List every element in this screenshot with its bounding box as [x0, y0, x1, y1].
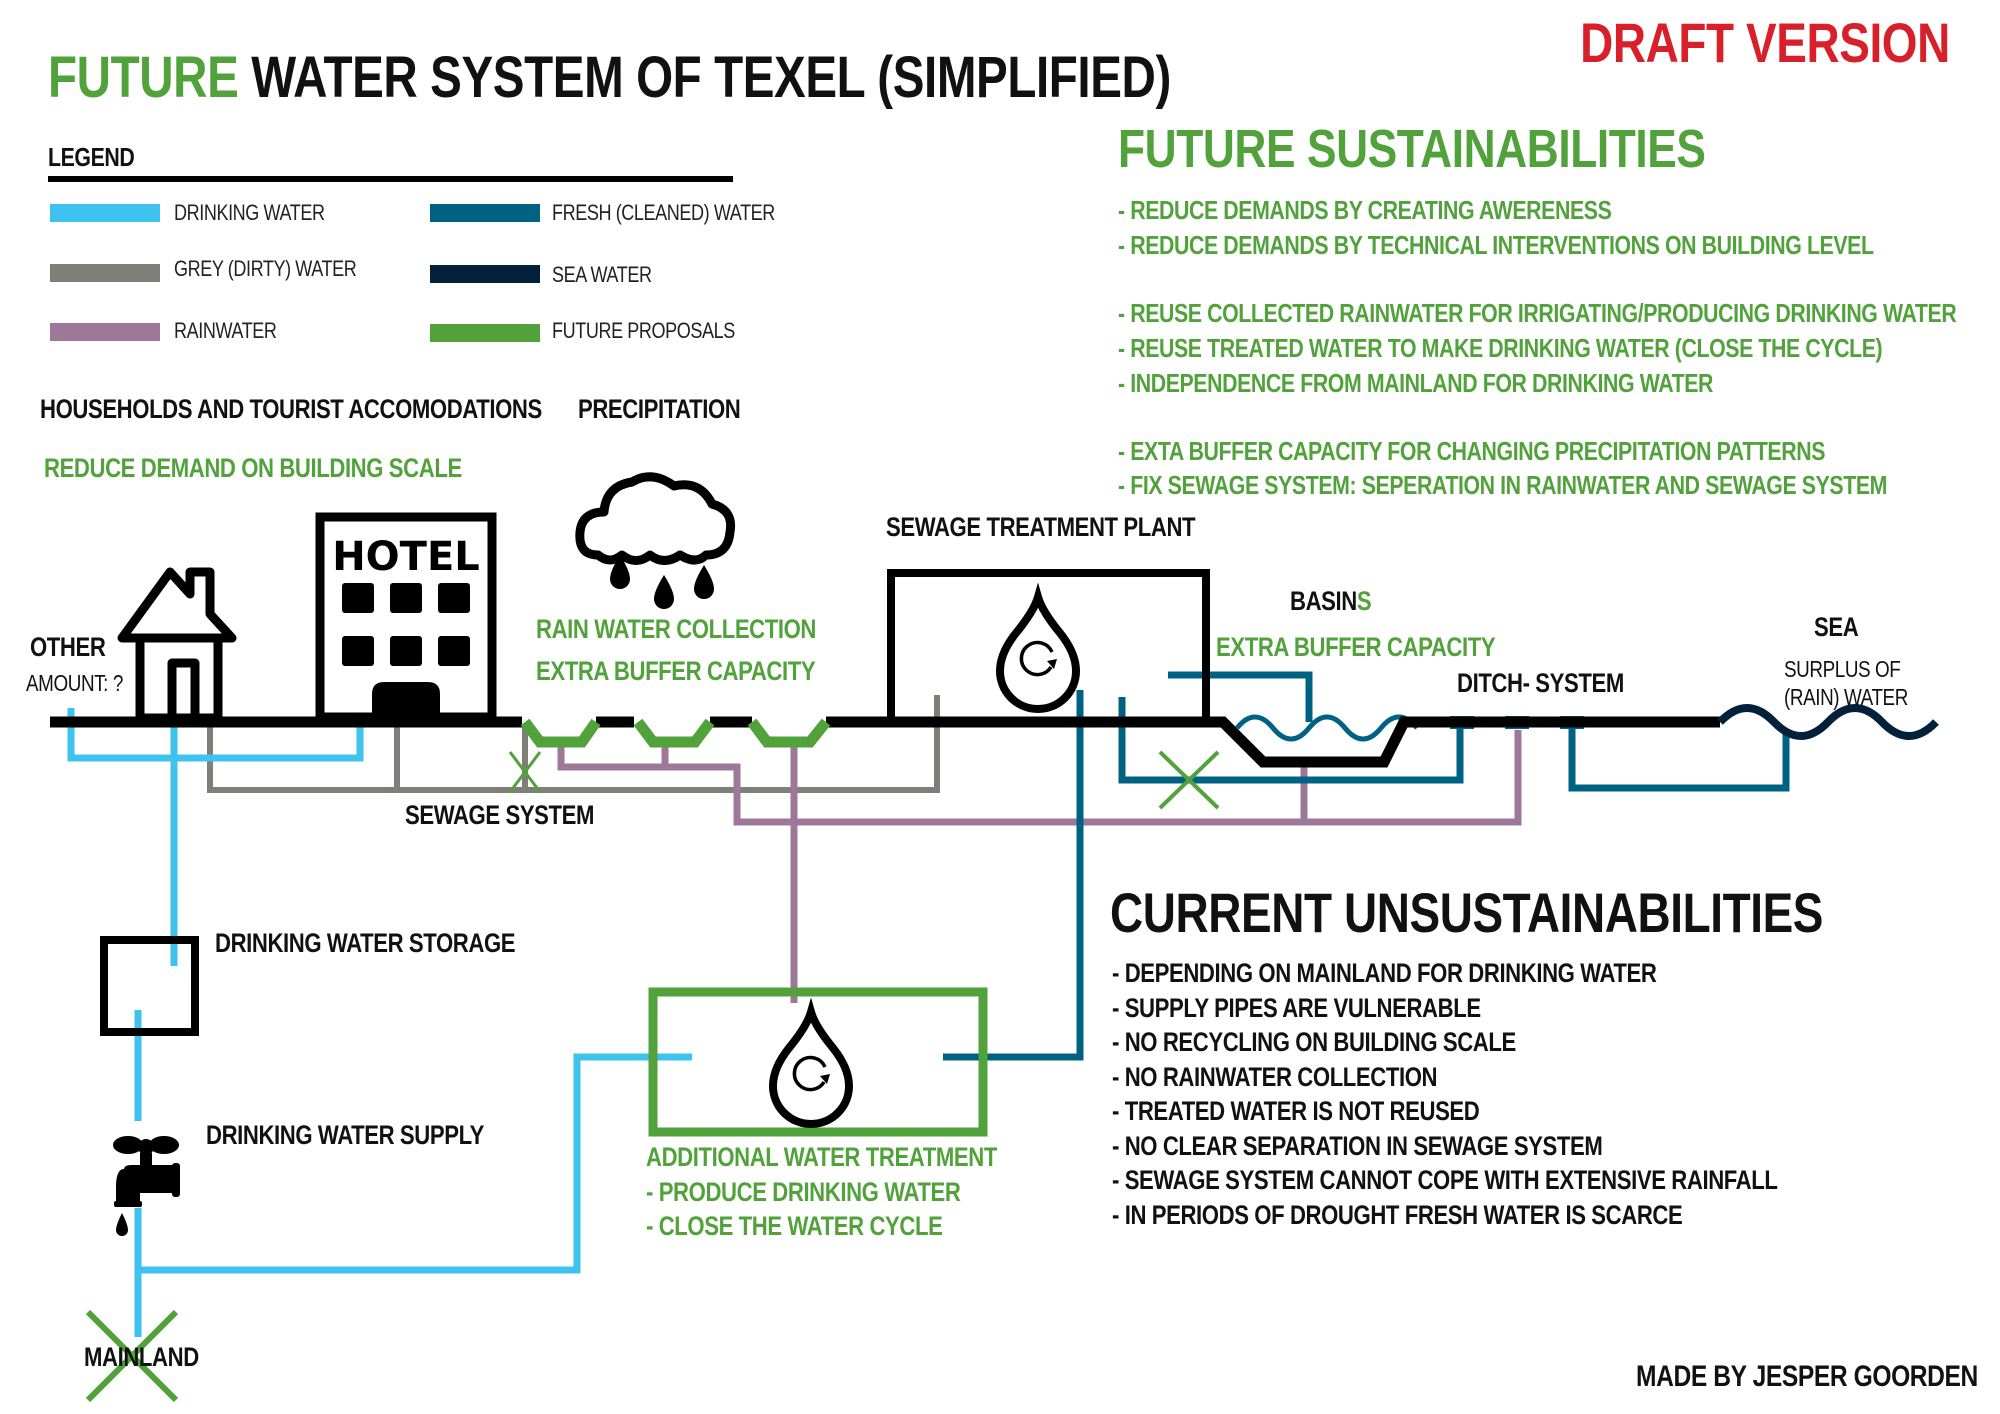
current-item: - SUPPLY PIPES ARE VULNERABLE: [1112, 993, 1481, 1023]
hotel-icon: HOTEL: [315, 512, 497, 722]
legend-swatch-rain: [50, 323, 160, 341]
legend-label-grey: GREY (DIRTY) WATER: [174, 256, 357, 281]
house-icon: [117, 567, 237, 723]
basins-proposal: EXTRA BUFFER CAPACITY: [1216, 632, 1496, 662]
current-item: - IN PERIODS OF DROUGHT FRESH WATER IS S…: [1112, 1200, 1683, 1230]
storage-label: DRINKING WATER STORAGE: [215, 928, 516, 958]
future-item: - INDEPENDENCE FROM MAINLAND FOR DRINKIN…: [1118, 368, 1714, 398]
future-item: - REDUCE DEMANDS BY CREATING AWERENESS: [1118, 195, 1612, 225]
rain-buffer-proposal: EXTRA BUFFER CAPACITY: [536, 656, 816, 686]
title-accent: FUTURE: [48, 45, 239, 110]
supply-label: DRINKING WATER SUPPLY: [206, 1120, 485, 1150]
current-item: - NO CLEAR SEPARATION IN SEWAGE SYSTEM: [1112, 1131, 1603, 1161]
legend-label-rain: RAINWATER: [174, 318, 277, 343]
legend-swatch-proposal: [430, 324, 540, 342]
removed-connection-x-marks: [508, 751, 542, 793]
precipitation-label: PRECIPITATION: [578, 394, 741, 424]
other-amount: AMOUNT: ?: [26, 670, 123, 696]
legend-label-sea: SEA WATER: [552, 262, 652, 287]
rain-cloud-icon: [575, 472, 736, 609]
future-item: - REUSE TREATED WATER TO MAKE DRINKING W…: [1118, 333, 1883, 363]
legend-divider: [48, 176, 733, 182]
future-item: - REDUCE DEMANDS BY TECHNICAL INTERVENTI…: [1118, 230, 1874, 260]
sea-wave: [1717, 704, 1939, 740]
drinking-water-pipes: [67, 708, 692, 1337]
sea-label: SEA: [1814, 612, 1859, 642]
draft-badge: DRAFT VERSION: [1580, 11, 1950, 74]
future-item: - EXTA BUFFER CAPACITY FOR CHANGING PREC…: [1118, 436, 1826, 466]
legend-label-proposal: FUTURE PROPOSALS: [552, 318, 735, 343]
drinking-water-storage-box: [100, 936, 199, 1036]
additional-treatment-item: - CLOSE THE WATER CYCLE: [646, 1211, 943, 1241]
legend-swatch-drinking: [50, 204, 160, 222]
basins-label-suffix: S: [1356, 586, 1372, 616]
other-label: OTHER: [30, 632, 106, 662]
current-item: - TREATED WATER IS NOT REUSED: [1112, 1096, 1480, 1126]
mainland-label: MAINLAND: [84, 1342, 199, 1372]
legend-swatch-sea: [430, 265, 540, 283]
households-label: HOUSEHOLDS AND TOURIST ACCOMODATIONS: [40, 394, 542, 424]
title-rest: WATER SYSTEM OF TEXEL (SIMPLIFIED): [251, 45, 1171, 110]
current-item: - DEPENDING ON MAINLAND FOR DRINKING WAT…: [1112, 958, 1657, 988]
mainland-cross-out: [85, 1309, 179, 1403]
sea-note-line1: SURPLUS OF: [1784, 656, 1901, 682]
author-credit: MADE BY JESPER GOORDEN: [1636, 1360, 1978, 1393]
basin-water-wave: [1235, 714, 1419, 742]
ditch-system-label: DITCH- SYSTEM: [1457, 668, 1624, 698]
recycle-drop-icon: [995, 582, 1081, 713]
recycle-drop-icon-2: [768, 997, 854, 1128]
fresh-water-pipes: [943, 671, 1790, 1061]
additional-treatment-label: ADDITIONAL WATER TREATMENT: [646, 1142, 997, 1172]
legend-heading: LEGEND: [48, 142, 135, 172]
legend-swatch-grey: [50, 264, 160, 282]
current-item: - SEWAGE SYSTEM CANNOT COPE WITH EXTENSI…: [1112, 1165, 1778, 1195]
basins-label: BASINS: [1290, 586, 1372, 617]
legend-label-drinking: DRINKING WATER: [174, 200, 325, 225]
rain-collection-troughs: [520, 718, 831, 748]
current-item: - NO RECYCLING ON BUILDING SCALE: [1112, 1027, 1516, 1057]
future-item: - REUSE COLLECTED RAINWATER FOR IRRIGATI…: [1118, 298, 1957, 328]
ground-line: [50, 716, 1720, 768]
removed-ditch-connection-x: [1158, 750, 1220, 810]
additional-water-treatment: [648, 987, 988, 1137]
treatment-plant-label: SEWAGE TREATMENT PLANT: [886, 512, 1196, 542]
legend-label-fresh: FRESH (CLEANED) WATER: [552, 200, 775, 225]
future-item: - FIX SEWAGE SYSTEM: SEPERATION IN RAINW…: [1118, 470, 1888, 500]
rain-collection-proposal: RAIN WATER COLLECTION: [536, 614, 817, 644]
sewage-system-label: SEWAGE SYSTEM: [405, 800, 595, 830]
faucet-icon: [113, 1136, 180, 1236]
sea-note-line2: (RAIN) WATER: [1784, 684, 1908, 710]
hotel-sign: HOTEL: [332, 534, 480, 580]
current-item: - NO RAINWATER COLLECTION: [1112, 1062, 1438, 1092]
sewage-treatment-plant: [887, 569, 1210, 722]
households-proposal: REDUCE DEMAND ON BUILDING SCALE: [44, 453, 462, 483]
basins-label-main: BASIN: [1290, 586, 1357, 616]
current-unsustainabilities-title: CURRENT UNSUSTAINABILITIES: [1110, 881, 1824, 944]
rainwater-pipes: [557, 730, 1522, 1003]
future-sustainabilities-title: FUTURE SUSTAINABILITIES: [1118, 119, 1706, 179]
legend-swatch-fresh: [430, 204, 540, 222]
additional-treatment-item: - PRODUCE DRINKING WATER: [646, 1177, 961, 1207]
page-title: FUTURE WATER SYSTEM OF TEXEL (SIMPLIFIED…: [48, 44, 1171, 111]
